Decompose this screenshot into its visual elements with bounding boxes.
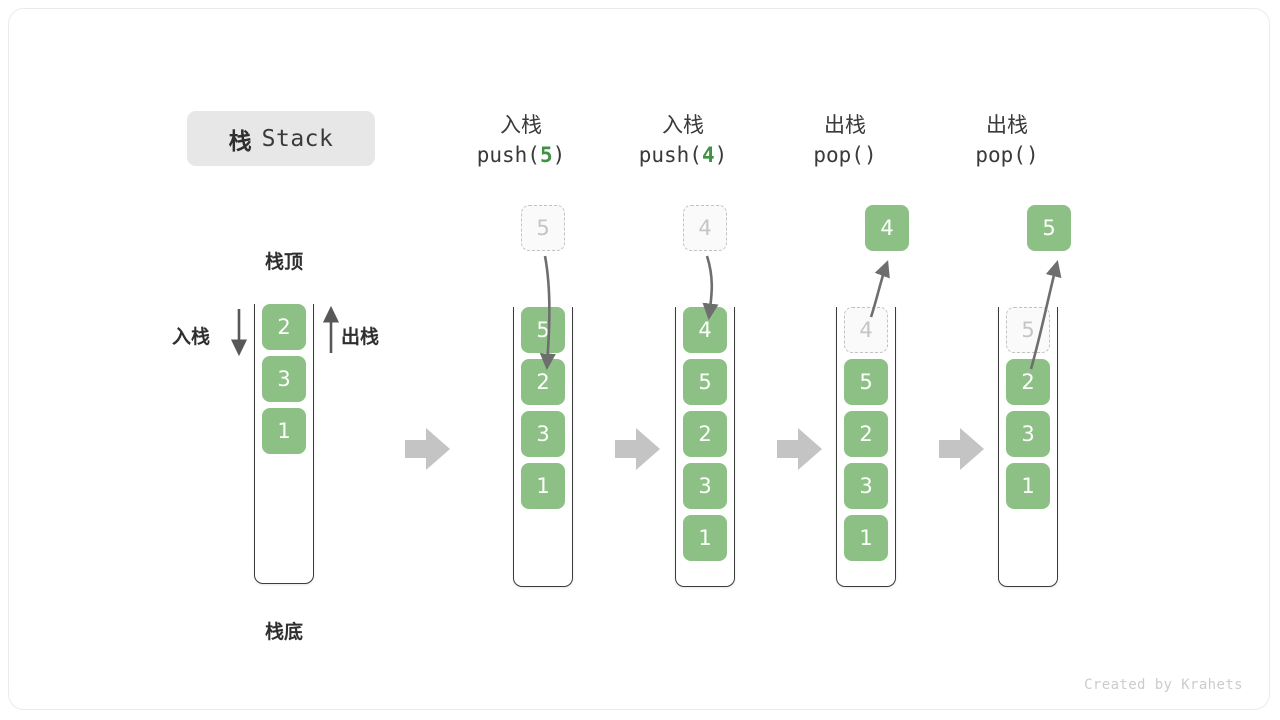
popped-element-4: 4 xyxy=(865,205,909,251)
stack-cell: 2 xyxy=(521,359,565,405)
diagram-card: 栈 Stack 入栈 push(5) 入栈 push(4) 出栈 pop() 出… xyxy=(8,8,1270,710)
stack-cell-removed: 4 xyxy=(844,307,888,353)
flow-arrow-icon xyxy=(939,428,984,470)
fn-prefix: push( xyxy=(638,142,702,167)
popped-element-5: 5 xyxy=(1027,205,1071,251)
fn-arg: 4 xyxy=(701,142,715,167)
stack-cell: 5 xyxy=(683,359,727,405)
title-chinese: 栈 xyxy=(228,128,252,155)
step-header-pop-1: 出栈 pop() xyxy=(765,111,925,171)
stack-cell: 3 xyxy=(844,463,888,509)
flow-arrow-icon xyxy=(615,428,660,470)
fn-suffix: ) xyxy=(714,142,728,167)
stack-cell-removed: 5 xyxy=(1006,307,1050,353)
push-direction-label: 入栈 xyxy=(172,326,211,348)
stack-cell: 3 xyxy=(521,411,565,457)
incoming-element-5: 5 xyxy=(521,205,565,251)
stack-cell: 3 xyxy=(262,356,306,402)
fn-prefix: pop( xyxy=(813,142,864,167)
step-header-fn: pop() xyxy=(927,141,1087,171)
step-header-push-4: 入栈 push(4) xyxy=(603,111,763,171)
pop-direction-label: 出栈 xyxy=(341,326,380,348)
step-header-cn: 出栈 xyxy=(986,113,1028,137)
flow-arrow-icon xyxy=(777,428,822,470)
stack-cell: 1 xyxy=(683,515,727,561)
stack-cell: 1 xyxy=(262,408,306,454)
fn-arg: 5 xyxy=(539,142,553,167)
fn-suffix: ) xyxy=(1025,142,1039,167)
title-english: Stack xyxy=(261,125,334,152)
stack-bottom-label: 栈底 xyxy=(264,621,303,643)
stack-cell: 1 xyxy=(1006,463,1050,509)
stack-cell: 3 xyxy=(683,463,727,509)
step-header-fn: push(4) xyxy=(603,141,763,171)
stack-cell: 2 xyxy=(1006,359,1050,405)
step-header-fn: push(5) xyxy=(441,141,601,171)
stack-cell: 2 xyxy=(683,411,727,457)
stack-cell: 4 xyxy=(683,307,727,353)
step-header-pop-2: 出栈 pop() xyxy=(927,111,1087,171)
stack-cells: 5 2 3 1 xyxy=(998,307,1058,587)
stack-cell: 3 xyxy=(1006,411,1050,457)
step-header-push-5: 入栈 push(5) xyxy=(441,111,601,171)
stack-cells: 4 5 2 3 1 xyxy=(836,307,896,587)
stack-cell: 1 xyxy=(844,515,888,561)
step-header-fn: pop() xyxy=(765,141,925,171)
stack-cells: 5 2 3 1 xyxy=(513,307,573,587)
stack-top-label: 栈顶 xyxy=(264,251,303,273)
step-header-cn: 入栈 xyxy=(500,113,542,137)
stack-cell: 5 xyxy=(521,307,565,353)
flow-arrow-icon xyxy=(405,428,450,470)
stack-cells: 4 5 2 3 1 xyxy=(675,307,735,587)
incoming-element-4: 4 xyxy=(683,205,727,251)
stack-cell: 1 xyxy=(521,463,565,509)
footer-credit: Created by Krahets xyxy=(1084,677,1243,693)
diagram-canvas: 栈 Stack 入栈 push(5) 入栈 push(4) 出栈 pop() 出… xyxy=(9,9,1271,711)
stack-cell: 5 xyxy=(844,359,888,405)
stack-cell: 2 xyxy=(844,411,888,457)
step-header-cn: 出栈 xyxy=(824,113,866,137)
stack-cell: 2 xyxy=(262,304,306,350)
stack-cells: 2 3 1 xyxy=(254,304,314,584)
fn-prefix: pop( xyxy=(975,142,1026,167)
fn-suffix: ) xyxy=(552,142,566,167)
title-badge: 栈 Stack xyxy=(187,111,375,166)
fn-suffix: ) xyxy=(863,142,877,167)
fn-prefix: push( xyxy=(476,142,540,167)
step-header-cn: 入栈 xyxy=(662,113,704,137)
